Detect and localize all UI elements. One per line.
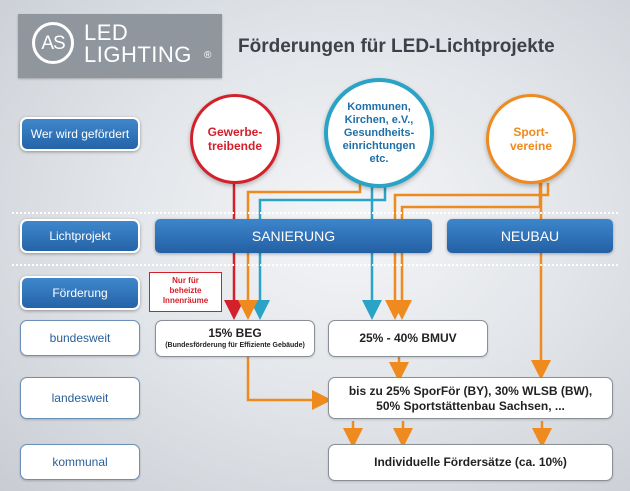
program-beg-subtitle: (Bundesförderung für Effiziente Gebäude)	[165, 342, 305, 349]
public-line-3: Gesundheits-	[343, 126, 415, 139]
logo-wordmark: LED LIGHTING	[84, 22, 192, 66]
heated-rooms-note: Nur für beheizte Innenräume	[149, 272, 222, 312]
company-logo: AS LED LIGHTING ®	[18, 14, 222, 78]
note-line-2: beheizte	[169, 286, 202, 295]
public-line-4: einrichtungen	[342, 139, 416, 152]
sports-line-2: vereine	[509, 139, 553, 153]
note-line-3: Innenräume	[162, 296, 209, 305]
arrow-beg-state	[246, 356, 332, 410]
program-state-line-1: bis zu 25% SporFör (BY), 30% WLSB (BW),	[348, 384, 593, 398]
project-renovation-bar: SANIERUNG	[155, 219, 432, 253]
logo-line-1: LED	[84, 20, 129, 45]
logo-mark: AS	[32, 22, 74, 64]
program-beg-box: 15% BEG (Bundesförderung für Effiziente …	[155, 320, 315, 357]
divider-bottom	[12, 264, 618, 266]
logo-registered-mark: ®	[204, 50, 212, 61]
row-label-federal: bundesweit	[20, 320, 140, 356]
program-state-box: bis zu 25% SporFör (BY), 30% WLSB (BW), …	[328, 377, 613, 419]
logo-line-2: LIGHTING	[84, 42, 192, 67]
row-label-state: landesweit	[20, 377, 140, 419]
business-line-1: Gewerbe-	[207, 125, 263, 139]
public-line-5: etc.	[369, 152, 389, 165]
row-label-who: Wer wird gefördert	[20, 117, 140, 151]
program-bmuv-box: 25% - 40% BMUV	[328, 320, 488, 357]
project-new-build-bar: NEUBAU	[447, 219, 613, 253]
recipient-business-circle: Gewerbe- treibende	[190, 94, 280, 184]
row-label-municipal: kommunal	[20, 444, 140, 480]
public-line-1: Kommunen,	[347, 100, 411, 113]
program-municipal-box: Individuelle Fördersätze (ca. 10%)	[328, 444, 613, 481]
sports-line-1: Sport-	[513, 125, 549, 139]
program-state-line-2: 50% Sportstättenbau Sachsen, ...	[376, 399, 565, 413]
recipient-public-circle: Kommunen, Kirchen, e.V., Gesundheits- ei…	[324, 78, 434, 188]
note-line-1: Nur für	[172, 276, 199, 285]
program-beg-label: 15% BEG	[208, 326, 262, 340]
row-label-funding: Förderung	[20, 276, 140, 310]
arrow-public-bmuv-b	[250, 183, 387, 320]
public-line-2: Kirchen, e.V.,	[344, 113, 414, 126]
page-title: Förderungen für LED-Lichtprojekte	[238, 36, 555, 57]
row-label-project: Lichtprojekt	[20, 219, 140, 253]
divider-top	[12, 212, 618, 214]
recipient-sports-circle: Sport- vereine	[486, 94, 576, 184]
business-line-2: treibende	[207, 139, 262, 153]
